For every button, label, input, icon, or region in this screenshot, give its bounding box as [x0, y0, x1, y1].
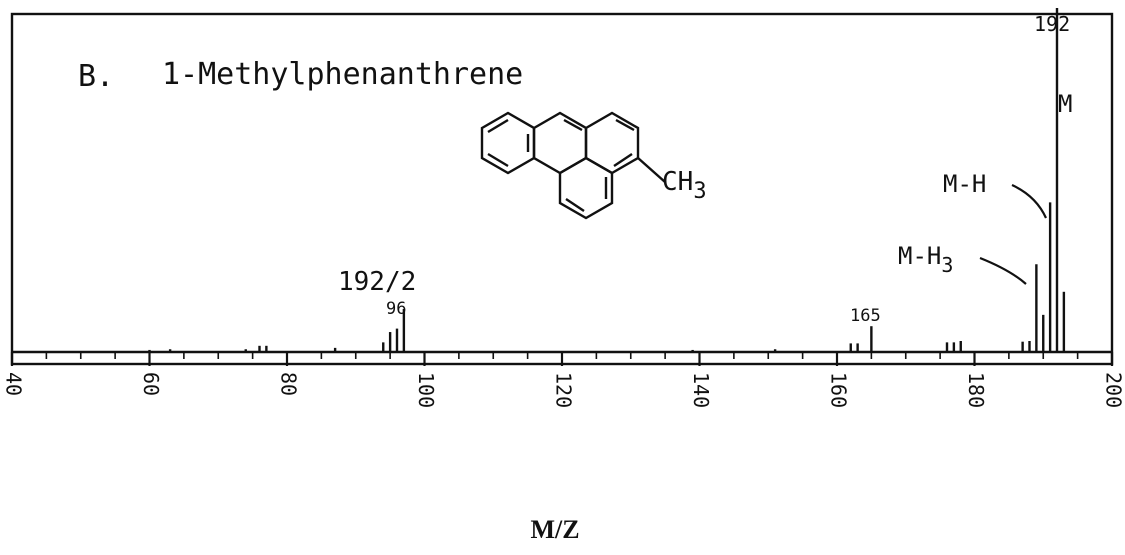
methyl-subscript: 3 — [693, 179, 706, 204]
annotation-m-h3: M-H3 — [898, 242, 953, 277]
annotation-m-h: M-H — [943, 170, 986, 198]
annotation-165: 165 — [850, 306, 881, 326]
methyl-ch: CH — [662, 167, 693, 197]
x-tick-label-120: 120 — [552, 372, 576, 408]
leader-m-h — [1011, 184, 1048, 219]
methyl-group-label: CH3 — [662, 167, 707, 204]
x-tick-label-140: 140 — [689, 372, 713, 408]
x-tick-label-200: 200 — [1102, 372, 1125, 408]
molecule-structure — [480, 111, 666, 220]
x-tick-label-180: 180 — [964, 372, 988, 408]
x-tick-label-160: 160 — [827, 372, 851, 408]
leader-m-h3 — [979, 256, 1027, 285]
annotation-m: M — [1058, 90, 1072, 118]
annotation-192: 192 — [1034, 12, 1070, 36]
x-tick-label-60: 60 — [139, 372, 163, 396]
x-axis-ticks — [10, 352, 1114, 366]
annotation-192-half: 192/2 — [338, 267, 416, 297]
peak-series — [148, 8, 1066, 352]
annotation-m-h3-base: M-H — [898, 242, 941, 270]
x-axis-tick-labels: 40 60 80 100 120 140 160 180 200 — [2, 372, 1125, 408]
x-tick-label-100: 100 — [414, 372, 438, 408]
panel-label: B. — [78, 59, 114, 94]
annotation-96: 96 — [386, 299, 406, 319]
annotation-m-h3-subscript: 3 — [941, 253, 953, 277]
x-axis-label: M/Z — [530, 515, 579, 544]
x-tick-label-80: 80 — [277, 372, 301, 396]
chart-title: 1-Methylphenanthrene — [162, 57, 523, 92]
x-tick-label-40: 40 — [2, 372, 26, 396]
